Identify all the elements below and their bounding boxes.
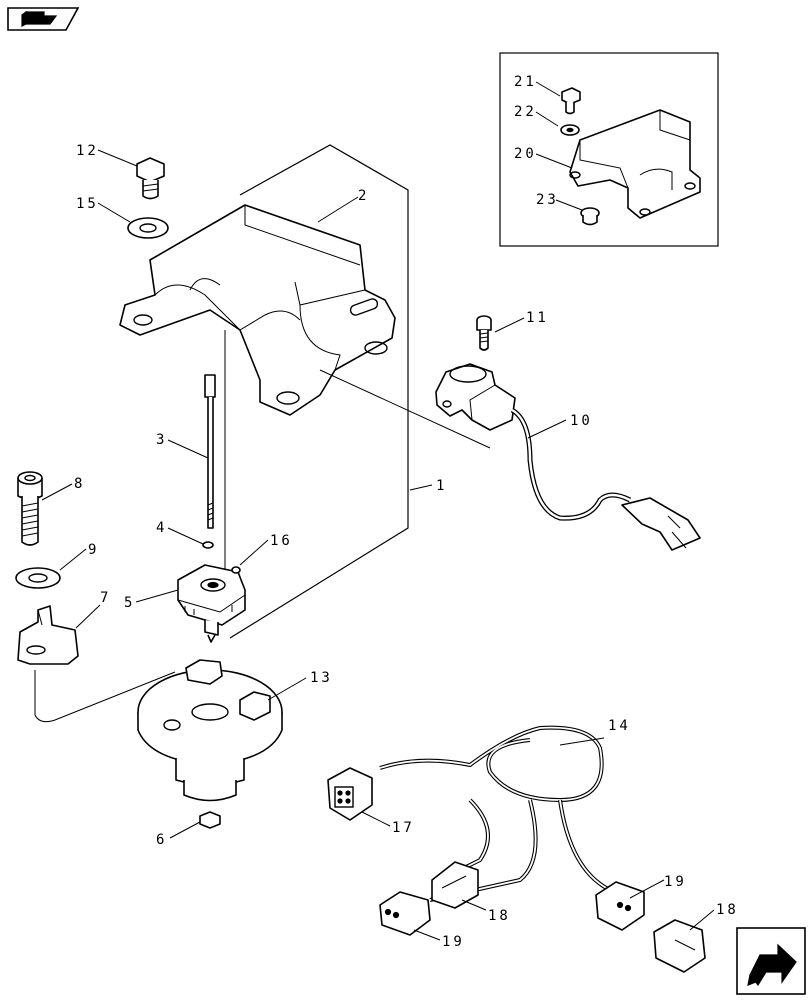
clip-7 <box>17 605 79 665</box>
connector-17 <box>327 767 373 821</box>
inset-detail-box <box>499 52 719 247</box>
callout-13: 13 <box>310 670 333 686</box>
position-sensor-10 <box>435 363 701 551</box>
leader-lines <box>41 81 715 941</box>
screw-11 <box>476 315 492 351</box>
callout-19-left: 19 <box>442 934 465 950</box>
callout-18-middle: 18 <box>488 908 511 924</box>
callout-11: 11 <box>526 310 549 326</box>
callout-20: 20 <box>514 146 537 162</box>
callout-4: 4 <box>156 520 167 536</box>
nut-4 <box>202 541 214 549</box>
sensor-line <box>319 369 491 449</box>
rod-3 <box>204 374 216 529</box>
callout-2: 2 <box>358 188 369 204</box>
callout-19-right: 19 <box>664 874 687 890</box>
screw-8 <box>17 471 43 546</box>
connector-18-a <box>431 861 479 909</box>
book-arrow-icon[interactable] <box>7 7 80 31</box>
callout-12: 12 <box>76 143 99 159</box>
connector-18-b <box>653 919 706 973</box>
callout-18-right: 18 <box>716 902 739 918</box>
callout-21: 21 <box>514 74 537 90</box>
wiring-harness-14 <box>379 725 611 902</box>
callout-16: 16 <box>270 533 293 549</box>
nut-6 <box>199 811 221 829</box>
callout-15: 15 <box>76 196 99 212</box>
callout-14: 14 <box>608 718 631 734</box>
washer-15 <box>127 217 169 239</box>
callout-9: 9 <box>88 542 99 558</box>
plug-23 <box>580 207 600 226</box>
sensor-body-5 <box>177 564 246 643</box>
bolt-21 <box>561 87 581 115</box>
callout-1: 1 <box>436 478 447 494</box>
washer-9 <box>15 567 61 589</box>
assembly-outline <box>229 144 409 639</box>
callout-5: 5 <box>124 595 135 611</box>
callout-8: 8 <box>74 476 85 492</box>
small-bracket <box>569 109 701 219</box>
callout-6: 6 <box>156 832 167 848</box>
connector-19-b <box>595 881 645 931</box>
bolt-12 <box>136 157 165 200</box>
connector-19-a <box>379 891 431 936</box>
next-page-arrow-icon[interactable] <box>736 927 806 995</box>
mounting-base-13 <box>137 659 283 802</box>
callout-3: 3 <box>156 432 167 448</box>
callout-7: 7 <box>100 590 111 606</box>
callout-23: 23 <box>536 192 559 208</box>
callout-17: 17 <box>392 820 415 836</box>
main-bracket <box>119 204 396 416</box>
callout-22: 22 <box>514 104 537 120</box>
callout-10: 10 <box>570 413 593 429</box>
